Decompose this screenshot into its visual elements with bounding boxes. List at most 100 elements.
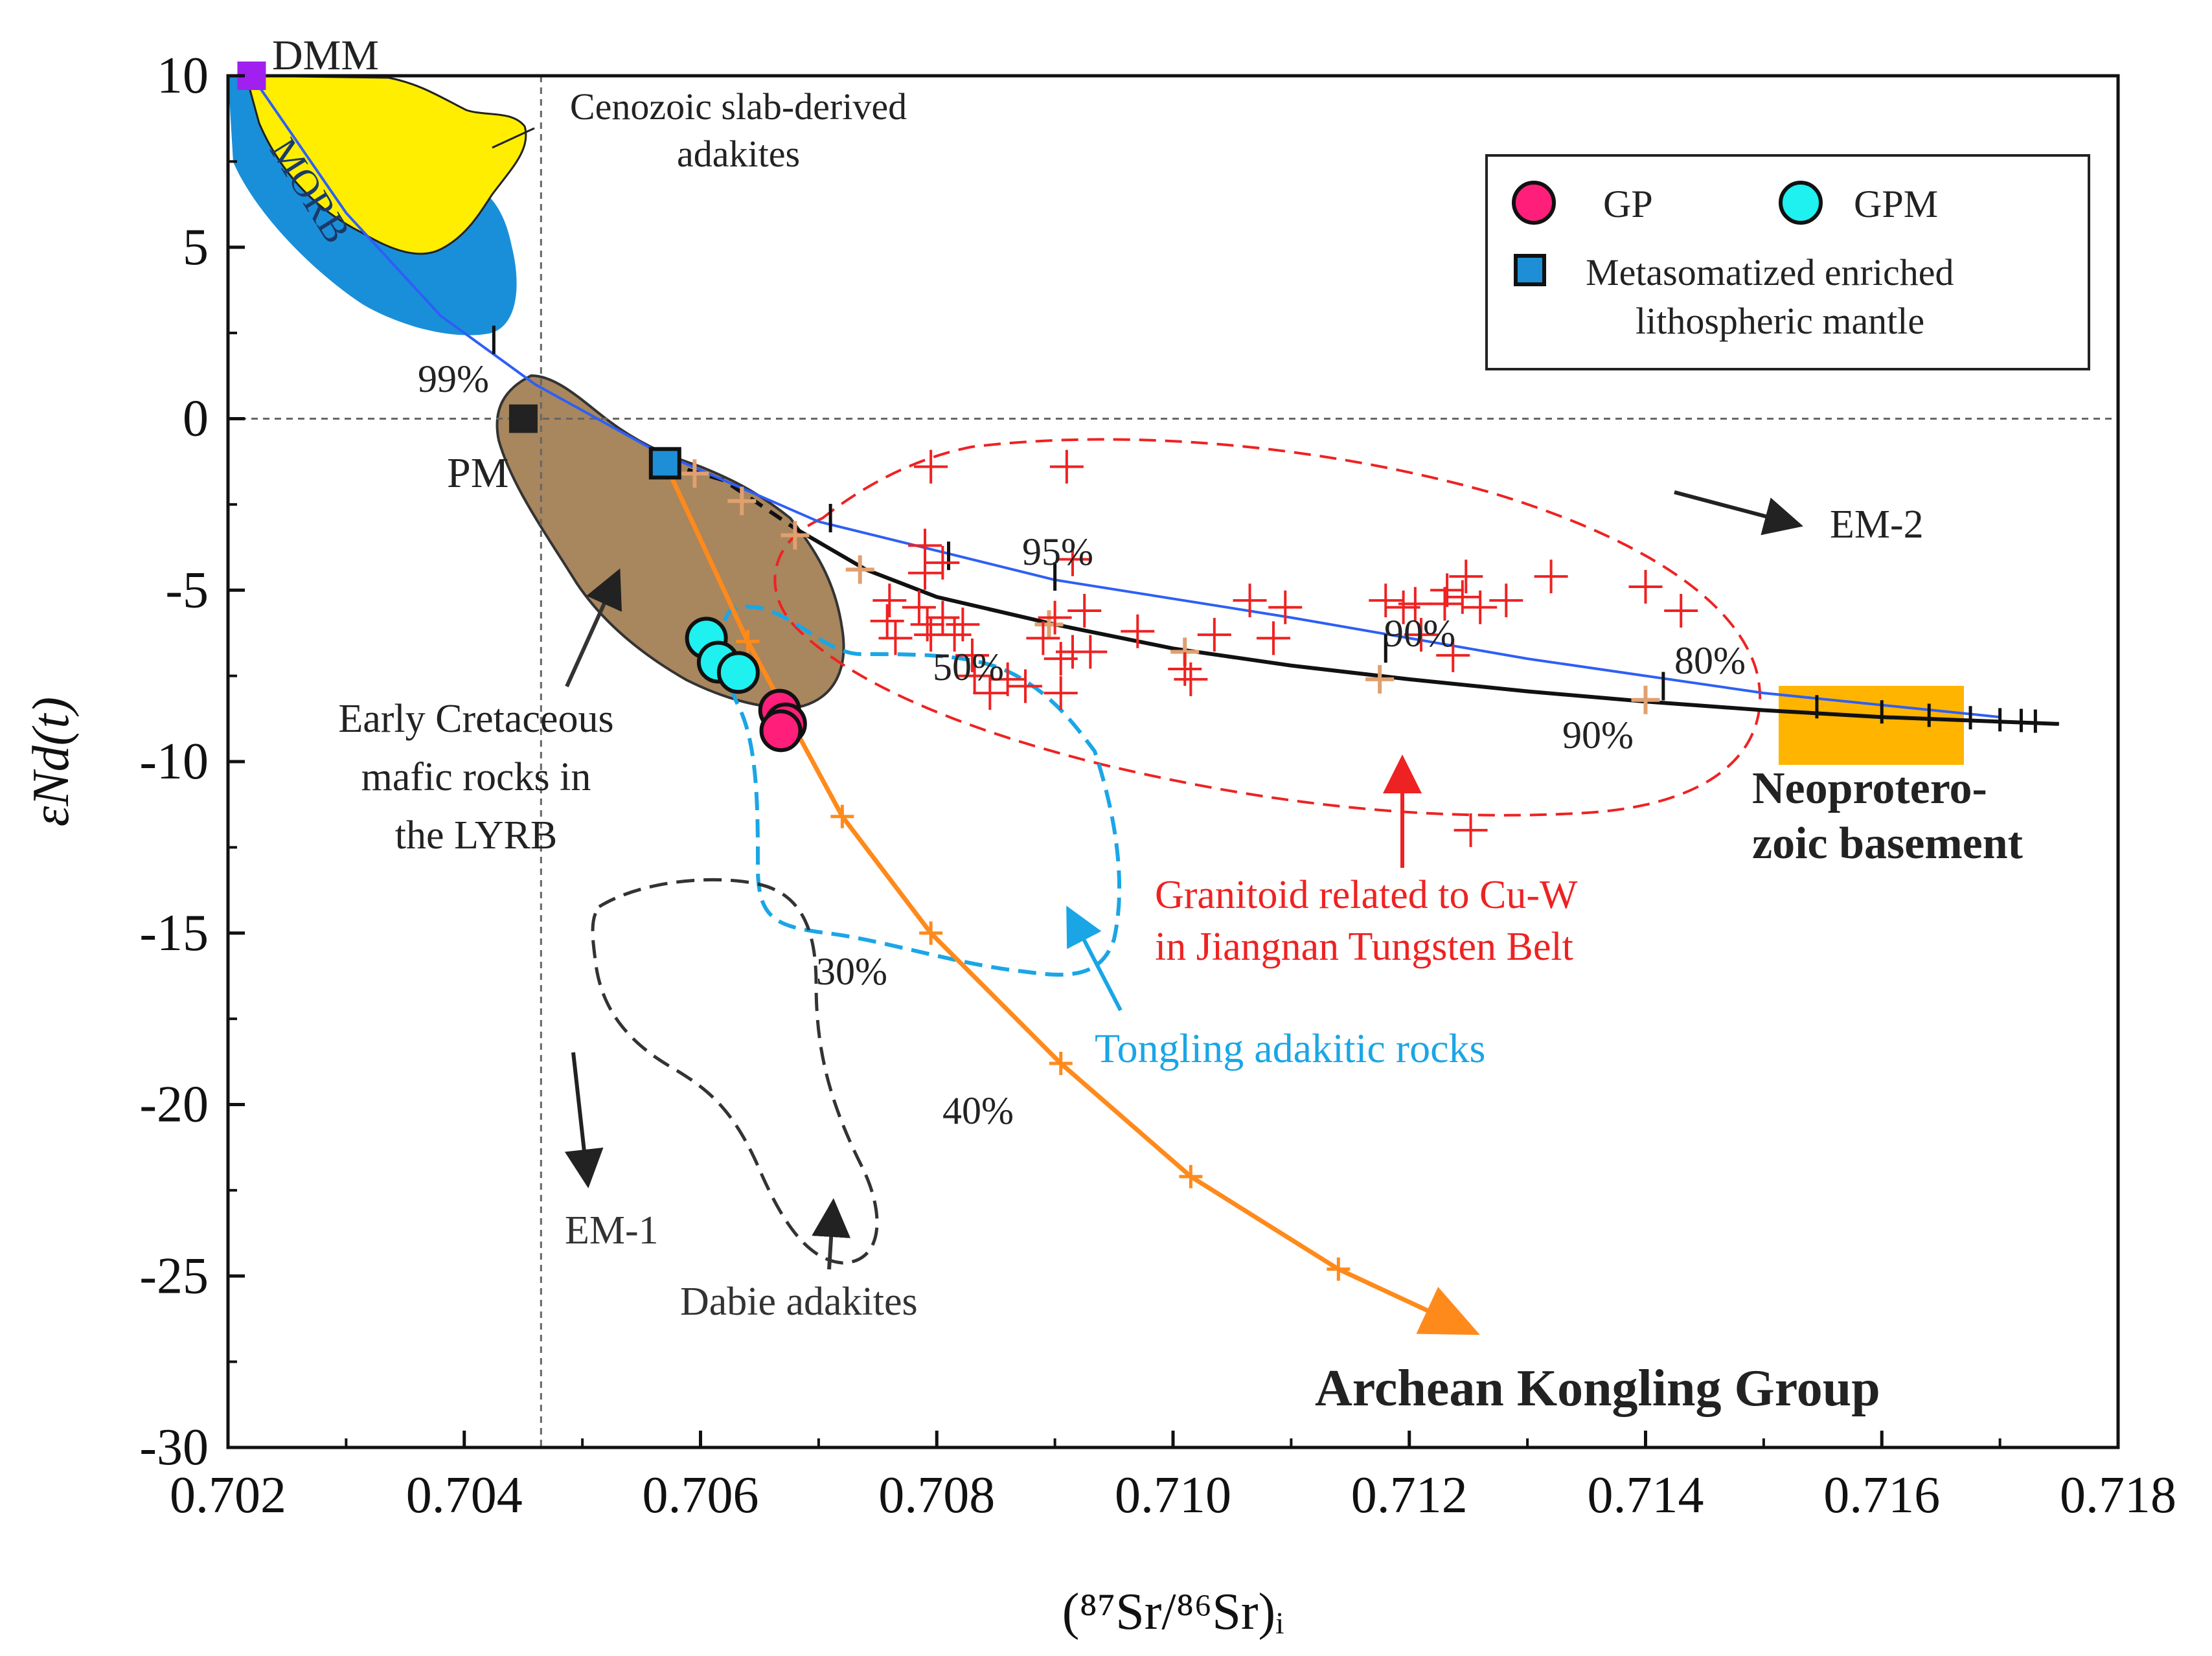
- dabie-label: Dabie adakites: [680, 1280, 918, 1324]
- neoproterozoic-label-line1: Neoprotero-: [1752, 764, 1987, 813]
- early-cretaceous-label-line2: mafic rocks in: [361, 755, 591, 799]
- granitoid-point: [1463, 590, 1498, 624]
- granitoid-point: [878, 621, 913, 655]
- legend: GP GPM Metasomatized enriched lithospher…: [1485, 154, 2090, 370]
- x-tick-label: 0.708: [878, 1467, 995, 1524]
- y-tick-label: 10: [157, 47, 209, 104]
- y-tick-label: -25: [139, 1247, 209, 1304]
- pct-80: 80%: [1674, 639, 1746, 682]
- y-tick-label: -20: [139, 1076, 209, 1133]
- dabie-field-outline: [591, 878, 879, 1265]
- pm-label: PM: [447, 449, 508, 497]
- early-cretaceous-label-line1: Early Cretaceous: [338, 697, 613, 741]
- granitoid-point: [908, 556, 942, 590]
- granitoid-point: [1398, 587, 1432, 621]
- pct-90-lower: 90%: [1562, 714, 1634, 756]
- x-tick-label: 0.712: [1351, 1467, 1468, 1524]
- cenozoic-label-line2: adakites: [677, 133, 800, 175]
- legend-gp-marker: [1512, 181, 1556, 225]
- x-tick-label: 0.710: [1115, 1467, 1231, 1524]
- neoproterozoic-basement-box: [1779, 686, 1964, 765]
- granitoid-point: [1664, 594, 1698, 628]
- em2-arrow: [1674, 490, 1804, 536]
- granitoid-point: [973, 676, 1007, 710]
- granitoid-point: [1038, 600, 1072, 635]
- granitoid-point: [872, 584, 907, 618]
- y-tick-label: -30: [139, 1419, 209, 1476]
- cenozoic-leader: [492, 127, 535, 149]
- pct-50: 50%: [933, 646, 1004, 688]
- tan-tick-mark: [1365, 664, 1395, 694]
- tan-tick-mark: [680, 459, 709, 488]
- mixing-curve: [250, 74, 2000, 719]
- tan-tick-mark: [1631, 685, 1660, 714]
- pct-90-upper: 90%: [1384, 612, 1455, 655]
- tan-tick-mark: [1034, 610, 1064, 639]
- granitoid-point: [902, 590, 936, 624]
- y-axis-label: εNd(t): [23, 697, 80, 826]
- granitoid-point: [870, 604, 904, 638]
- granitoid-point: [1009, 669, 1043, 703]
- granitoid-point: [1073, 635, 1108, 669]
- tongling-field-outline: [722, 604, 1122, 977]
- em1-label: EM-1: [565, 1208, 659, 1253]
- neoproterozoic-label-line2: zoic basement: [1752, 819, 2023, 868]
- legend-mantle-marker: [1514, 254, 1546, 286]
- granitoid-point: [926, 545, 960, 580]
- cenozoic-label-line1: Cenozoic slab-derived: [570, 85, 907, 128]
- orange-tick-mark: [1179, 1164, 1203, 1188]
- x-axis-label: (⁸⁷Sr/⁸⁶Sr)ᵢ: [1062, 1583, 1284, 1640]
- mixing-curve: [793, 527, 2059, 726]
- tongling-label: Tongling adakitic rocks: [1095, 1025, 1485, 1071]
- granitoid-point: [910, 607, 944, 642]
- legend-mantle-label-line2: lithospheric mantle: [1636, 300, 1924, 342]
- gpm-point: [716, 651, 760, 694]
- pct-99: 99%: [418, 357, 489, 400]
- x-tick-label: 0.702: [170, 1467, 286, 1524]
- dabie-arrow: [812, 1198, 851, 1270]
- pct-95: 95%: [1022, 530, 1093, 573]
- early-cretaceous-arrow: [565, 568, 622, 688]
- early-cretaceous-mafic-field: [496, 374, 845, 709]
- granitoid-point: [1628, 569, 1663, 604]
- granitoid-point: [1174, 662, 1208, 696]
- granitoid-point: [957, 659, 992, 693]
- granitoid-point: [1454, 813, 1488, 847]
- y-tick-label: -5: [165, 561, 209, 618]
- granitoid-point: [1534, 560, 1568, 594]
- archean-label: Archean Kongling Group: [1315, 1360, 1880, 1417]
- granitoid-point: [1489, 584, 1523, 618]
- tan-tick-mark: [727, 486, 757, 516]
- granitoid-field-outline: [773, 438, 1762, 817]
- granitoid-point: [1430, 573, 1465, 607]
- y-tick-label: 0: [183, 391, 209, 448]
- granitoid-point: [1369, 584, 1403, 618]
- y-tick-label: -15: [139, 905, 209, 962]
- legend-mantle-label-line1: Metasomatized enriched: [1586, 251, 1954, 293]
- tan-tick-mark: [845, 555, 874, 584]
- granitoid-point: [926, 600, 960, 635]
- mixing-curve-dashed: [664, 461, 797, 530]
- archean-arrowhead: [1416, 1287, 1480, 1335]
- orange-tick-mark: [736, 630, 760, 653]
- granitoid-point: [1233, 584, 1267, 618]
- cenozoic-adakite-field: [245, 76, 527, 255]
- y-tick-label: -10: [139, 733, 209, 790]
- orange-tick-mark: [1049, 1051, 1073, 1075]
- granitoid-point: [955, 638, 989, 672]
- granitoid-point: [1026, 621, 1060, 655]
- legend-gpm-marker: [1779, 181, 1823, 225]
- granitoid-point: [1445, 580, 1479, 614]
- em2-label: EM-2: [1830, 503, 1924, 547]
- legend-gp-label: GP: [1603, 183, 1653, 225]
- gp-point: [759, 709, 803, 753]
- orange-tick-mark: [830, 804, 854, 828]
- x-tick-label: 0.714: [1588, 1467, 1704, 1524]
- granitoid-point: [1428, 587, 1462, 621]
- granitoid-point: [1404, 618, 1438, 652]
- x-tick-label: 0.716: [1823, 1467, 1940, 1524]
- granitoid-point: [1268, 590, 1303, 624]
- granitoid-label-line2: in Jiangnan Tungsten Belt: [1155, 925, 1573, 969]
- x-tick-label: 0.706: [643, 1467, 759, 1524]
